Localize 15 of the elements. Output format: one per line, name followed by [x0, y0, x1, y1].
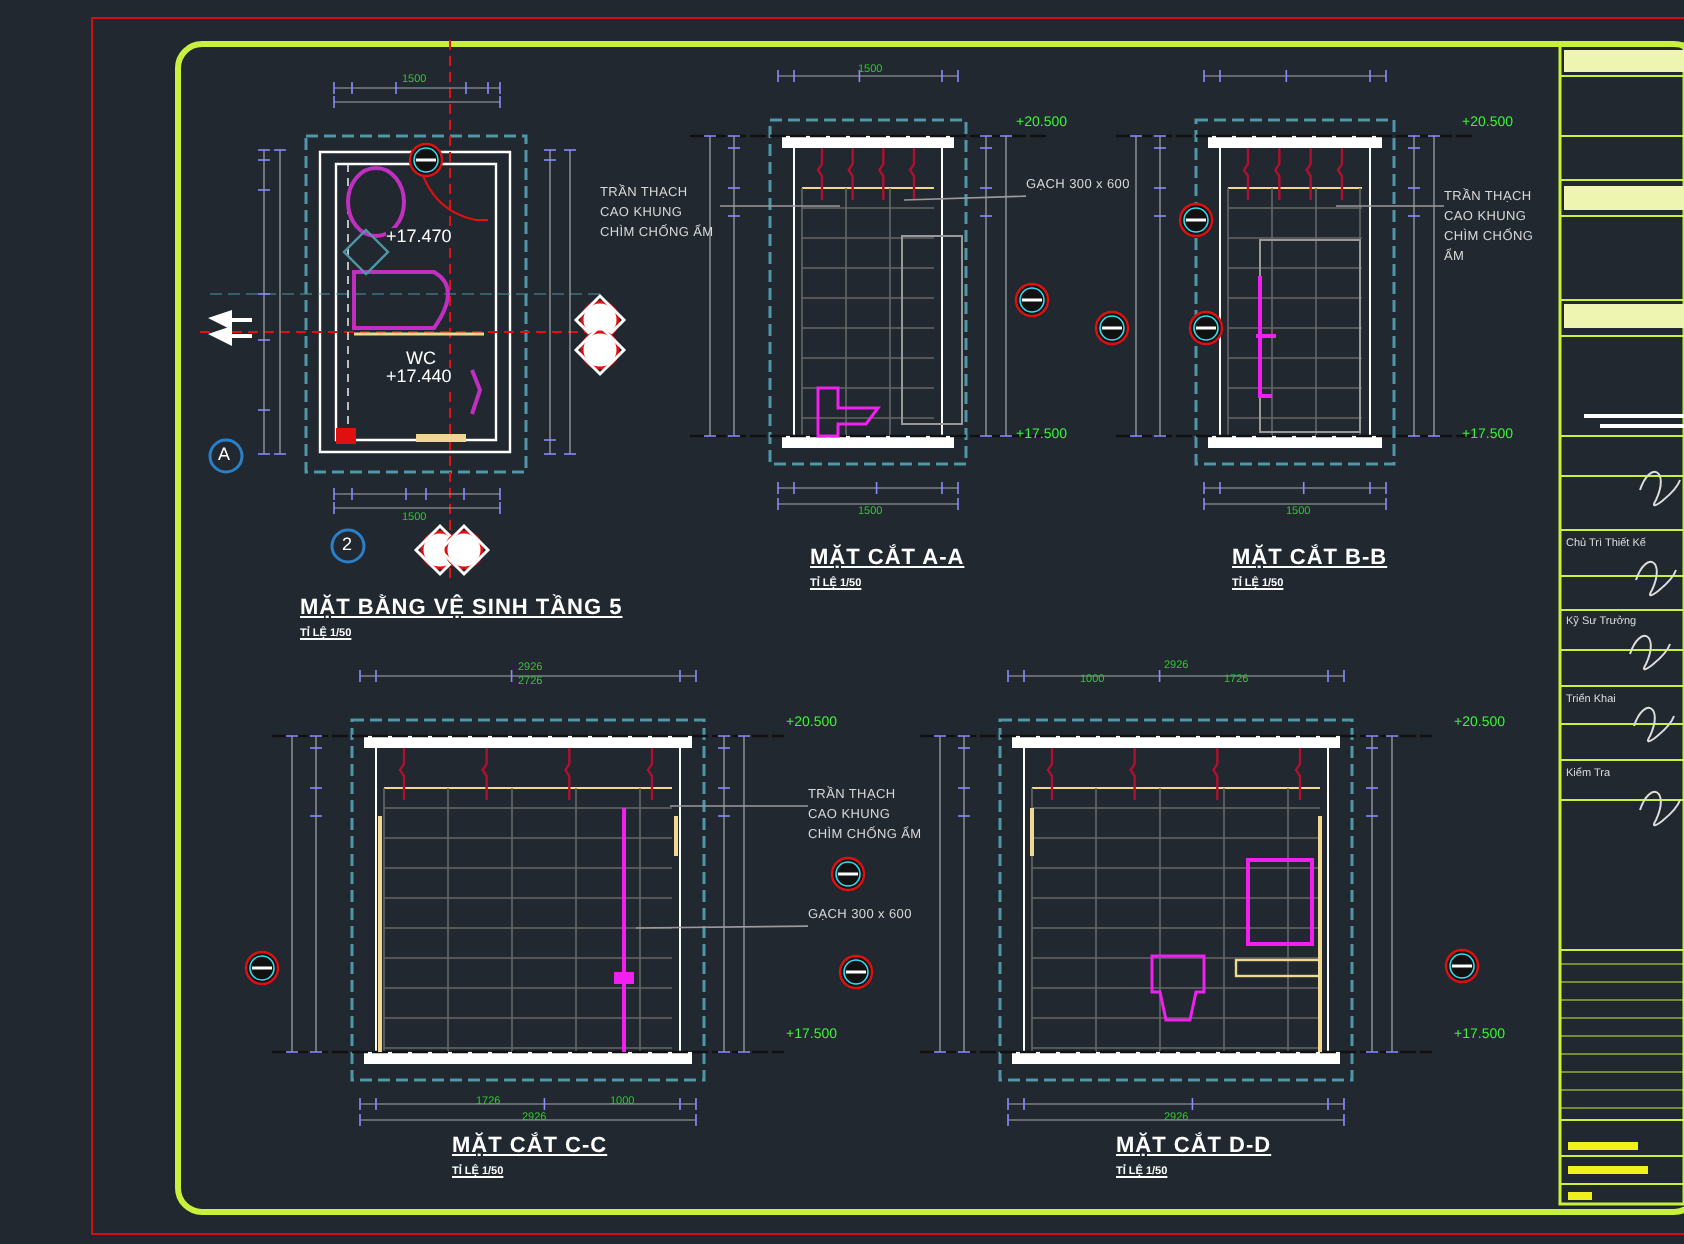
room-label: WC — [406, 350, 436, 368]
leader-line — [669, 805, 809, 807]
grid-label: 2 — [342, 536, 353, 554]
leader-line — [1335, 205, 1445, 207]
view-title: MẶT CẮT B-B — [1232, 548, 1388, 570]
grid-label: A — [218, 446, 231, 464]
view-title: MẶT BẰNG VỆ SINH TẦNG 5 — [300, 598, 623, 620]
leader-line — [635, 925, 809, 929]
view-title: MẶT CẮT D-D — [1116, 1136, 1272, 1158]
view-title: MẶT CẮT C-C — [452, 1136, 608, 1158]
view-title: MẶT CẮT A-A — [810, 548, 965, 570]
level-mark: +17.470 — [386, 228, 452, 246]
level-mark: +17.440 — [386, 368, 452, 386]
leader-line — [719, 205, 841, 207]
leader-line — [903, 195, 1027, 201]
